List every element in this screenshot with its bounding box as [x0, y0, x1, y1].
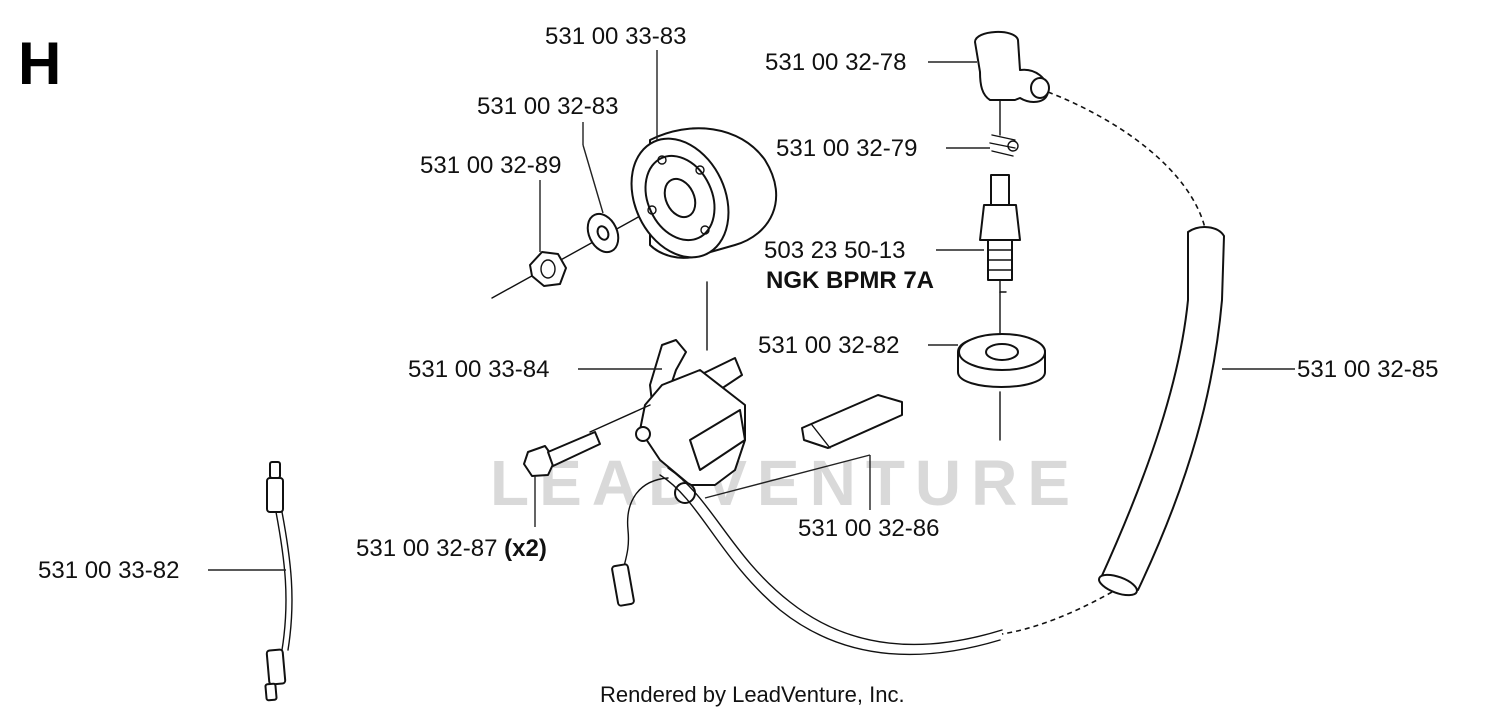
spring-part: [989, 134, 1019, 157]
credit-text: Rendered by LeadVenture, Inc.: [600, 682, 905, 707]
spark-plug-part: [979, 99, 1021, 341]
watermark: LEADVENTURE: [490, 447, 1080, 519]
label-spark-plug: 503 23 50-13: [764, 237, 905, 264]
leader-lines: [208, 50, 1295, 571]
label-washer: 531 00 32-83: [477, 93, 618, 120]
label-bolt: 531 00 32-87 (x2): [356, 535, 547, 562]
section-letter: H: [18, 30, 61, 97]
label-boot: 531 00 32-78: [765, 49, 906, 76]
ignition-module-part: [611, 281, 1003, 656]
label-nut: 531 00 32-89: [420, 152, 561, 179]
label-short-cable: 531 00 33-82: [38, 557, 179, 584]
label-ignition-module: 531 00 33-84: [408, 356, 549, 383]
label-bolt-qty: (x2): [504, 535, 547, 562]
flywheel-part: [491, 127, 778, 299]
short-cable-part: [264, 461, 293, 702]
label-spark-plug-type: NGK BPMR 7A: [766, 267, 934, 294]
label-spacer: 531 00 32-86: [798, 515, 939, 542]
nut-part: [529, 251, 567, 287]
bolt-part: [523, 404, 651, 477]
insulator-part: [957, 333, 1046, 441]
hose-part: [1001, 91, 1225, 635]
spark-plug-boot-part: [974, 30, 1050, 103]
label-hose: 531 00 32-85: [1297, 356, 1438, 383]
label-spring: 531 00 32-79: [776, 135, 917, 162]
spacer-part: [801, 394, 903, 449]
label-flywheel: 531 00 33-83: [545, 23, 686, 50]
label-insulator: 531 00 32-82: [758, 332, 899, 359]
washer-part: [586, 212, 620, 254]
